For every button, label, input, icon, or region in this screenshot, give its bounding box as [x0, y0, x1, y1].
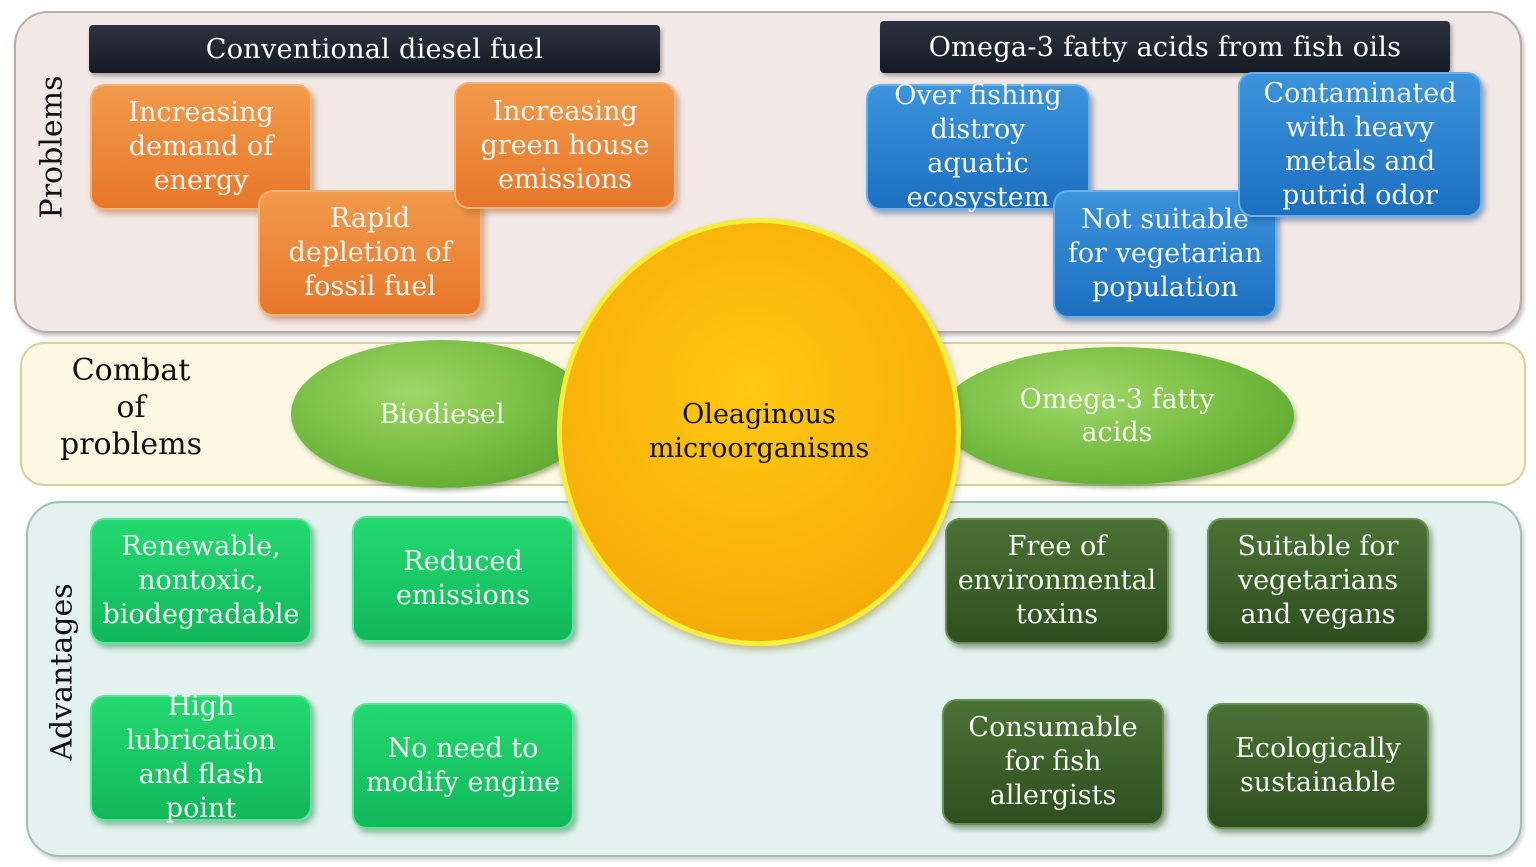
advantage-free-of-toxins: Free of environmental toxins — [945, 518, 1169, 644]
omega3-leaf: Omega-3 fatty acids — [940, 347, 1294, 485]
problem-increasing-demand: Increasing demand of energy — [90, 84, 312, 210]
advantage-fish-allergists: Consumable for fish allergists — [942, 699, 1164, 825]
advantage-reduced-emissions: Reduced emissions — [352, 516, 574, 642]
problems-label: Problems — [34, 75, 70, 219]
problem-contaminated: Contaminated with heavy metals and putri… — [1238, 72, 1482, 217]
combat-of-problems-label: Combat of problems — [60, 353, 203, 462]
header-conventional-diesel: Conventional diesel fuel — [89, 25, 660, 73]
advantages-label: Advantages — [44, 583, 80, 761]
advantage-suitable-vegetarians: Suitable for vegetarians and vegans — [1207, 518, 1429, 644]
problem-greenhouse-emissions: Increasing green house emissions — [454, 82, 676, 209]
problem-over-fishing: Over fishing distroy aquatic ecosystem — [866, 80, 1090, 213]
advantage-no-engine-modify: No need to modify engine — [352, 703, 574, 829]
advantage-renewable: Renewable, nontoxic, biodegradable — [90, 518, 312, 644]
advantage-high-lubrication: High lubrication and flash point — [90, 691, 312, 824]
header-omega3-fish-oils: Omega-3 fatty acids from fish oils — [880, 21, 1450, 73]
problem-not-vegetarian: Not suitable for vegetarian population — [1053, 190, 1277, 318]
advantage-ecologically-sustainable: Ecologically sustainable — [1207, 703, 1429, 829]
problem-fossil-depletion: Rapid depletion of fossil fuel — [258, 190, 482, 316]
biodiesel-leaf: Biodiesel — [291, 340, 593, 488]
oleaginous-microorganisms-circle: Oleaginous microorganisms — [557, 218, 961, 646]
